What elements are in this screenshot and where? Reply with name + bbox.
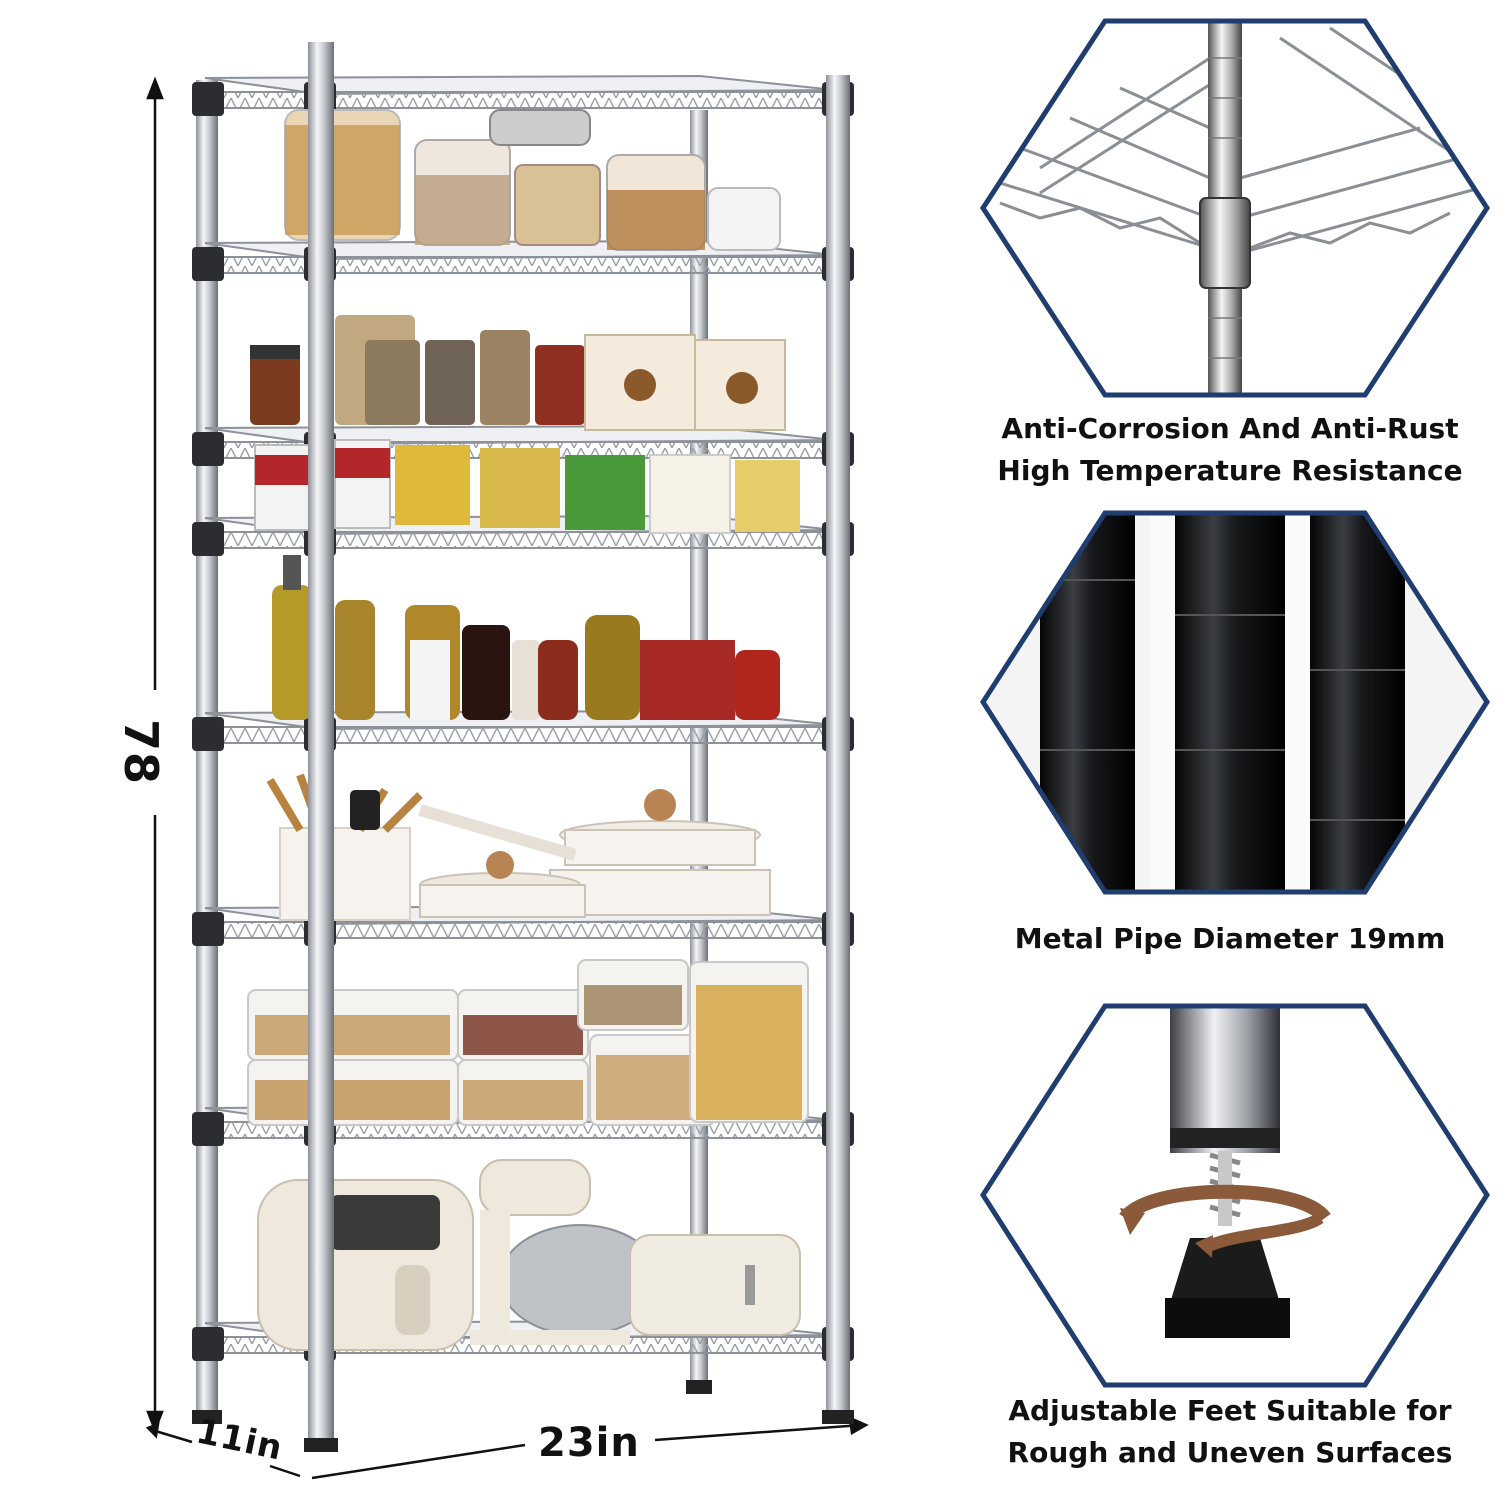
width-dimension-label: 23in: [538, 1420, 640, 1466]
caption-line: Metal Pipe Diameter 19mm: [1014, 922, 1446, 955]
sauce-bottles: [272, 555, 780, 720]
caption-line: Rough and Uneven Surfaces: [1007, 1436, 1453, 1469]
caption-line: Adjustable Feet Suitable for: [1008, 1394, 1452, 1427]
spice-jars: [250, 315, 786, 431]
adjustable-foot-closeup-icon: [980, 1003, 1490, 1388]
feature-caption-pipe-diameter: Metal Pipe Diameter 19mm: [965, 918, 1495, 960]
feature-caption-adjustable-feet: Adjustable Feet Suitable for Rough and U…: [965, 1390, 1495, 1474]
canned-goods: [254, 439, 800, 534]
rack-front-posts: [304, 42, 854, 1452]
black-pipes-closeup-icon: [980, 510, 1490, 895]
feature-caption-corrosion: Anti-Corrosion And Anti-Rust High Temper…: [965, 408, 1495, 492]
shelving-rack-illustration: [145, 42, 869, 1480]
height-dimension-label: 78: [114, 718, 169, 786]
height-dimension-arrow: [146, 76, 164, 1434]
shelf-items: [247, 109, 809, 1351]
caption-line: Anti-Corrosion And Anti-Rust: [1001, 412, 1459, 445]
shelf-joint-closeup-icon: [980, 18, 1490, 398]
caption-line: High Temperature Resistance: [997, 454, 1463, 487]
food-containers: [247, 959, 809, 1126]
depth-dimension-arrow: [145, 1422, 301, 1478]
storage-jars: [284, 109, 781, 251]
kitchen-appliances: [257, 1159, 801, 1351]
